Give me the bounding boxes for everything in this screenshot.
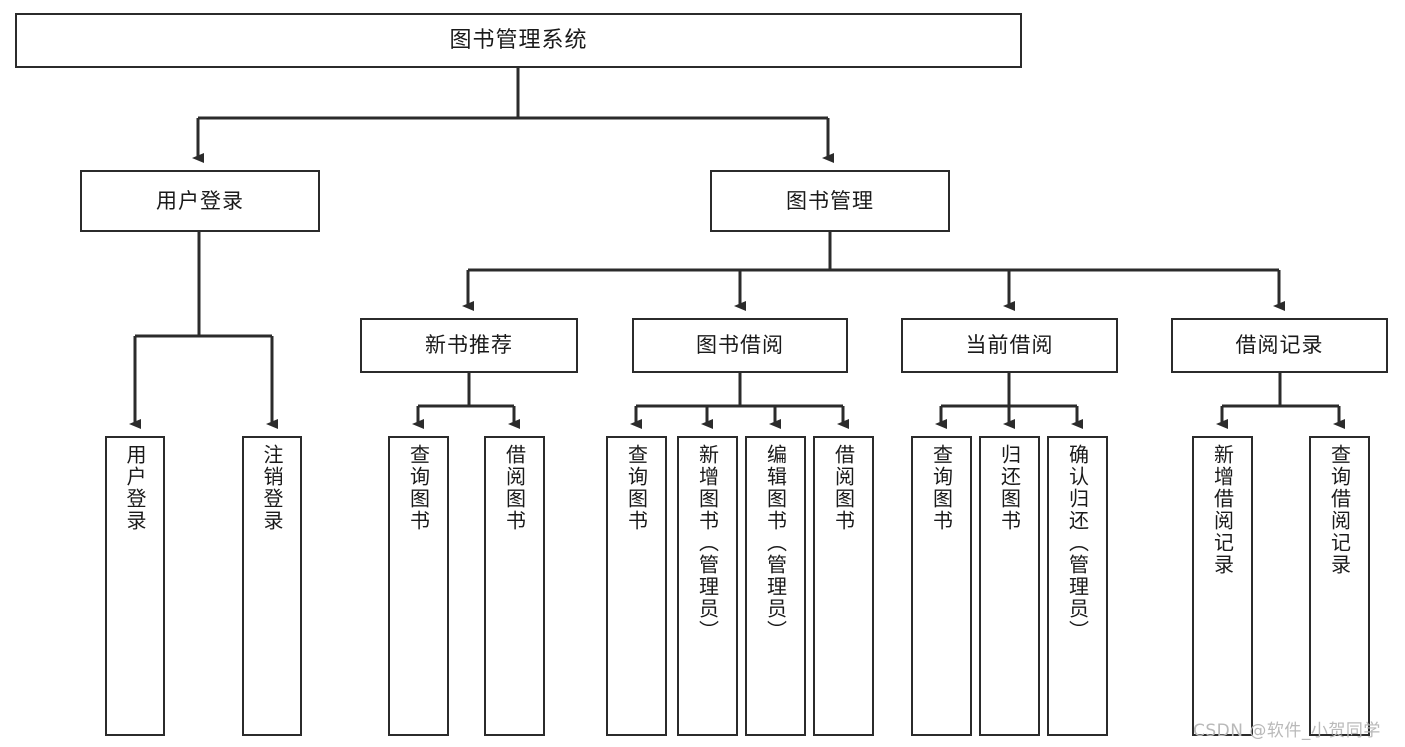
node-label: 查询图书 <box>929 444 954 532</box>
leaf-user-login-signin[interactable]: 用户登录 <box>105 436 165 736</box>
leaf-record-add-record[interactable]: 新增借阅记录 <box>1192 436 1253 736</box>
leaf-new-book-borrow-book[interactable]: 借阅图书 <box>484 436 545 736</box>
leaf-current-confirm-return-admin[interactable]: 确认归还（管理员） <box>1047 436 1108 736</box>
node-label: 注销登录 <box>260 444 284 532</box>
leaf-record-query-record[interactable]: 查询借阅记录 <box>1309 436 1370 736</box>
node-new-book-recommendation[interactable]: 新书推荐 <box>360 318 578 373</box>
node-label: 查询图书 <box>406 444 431 532</box>
node-label: 图书管理系统 <box>449 27 588 53</box>
leaf-current-return-book[interactable]: 归还图书 <box>979 436 1040 736</box>
node-book-borrowing[interactable]: 图书借阅 <box>632 318 848 373</box>
node-label: 确认归还（管理员） <box>1065 444 1090 642</box>
leaf-new-book-query-book[interactable]: 查询图书 <box>388 436 449 736</box>
node-label: 借阅图书 <box>502 444 527 532</box>
watermark-text: CSDN @软件_小贺同学 <box>1193 721 1381 741</box>
node-label: 当前借阅 <box>965 333 1054 358</box>
node-label: 用户登录 <box>123 444 147 532</box>
node-label: 用户登录 <box>156 188 244 213</box>
node-book-management[interactable]: 图书管理 <box>710 170 950 232</box>
node-label: 查询借阅记录 <box>1327 444 1352 576</box>
leaf-borrow-edit-book-admin[interactable]: 编辑图书（管理员） <box>745 436 806 736</box>
node-label: 新增借阅记录 <box>1210 444 1235 576</box>
node-current-borrowing[interactable]: 当前借阅 <box>901 318 1118 373</box>
node-root-book-management-system[interactable]: 图书管理系统 <box>15 13 1022 68</box>
node-label: 新书推荐 <box>425 333 513 358</box>
leaf-borrow-query-book[interactable]: 查询图书 <box>606 436 667 736</box>
leaf-user-login-signout[interactable]: 注销登录 <box>242 436 302 736</box>
node-label: 归还图书 <box>997 444 1022 532</box>
node-label: 编辑图书（管理员） <box>763 444 788 642</box>
node-label: 查询图书 <box>624 444 649 532</box>
node-label: 新增图书（管理员） <box>695 444 720 642</box>
leaf-borrow-borrow-book[interactable]: 借阅图书 <box>813 436 874 736</box>
node-user-login[interactable]: 用户登录 <box>80 170 320 232</box>
leaf-current-query-book[interactable]: 查询图书 <box>911 436 972 736</box>
node-borrowing-record[interactable]: 借阅记录 <box>1171 318 1388 373</box>
leaf-borrow-add-book-admin[interactable]: 新增图书（管理员） <box>677 436 738 736</box>
node-label: 图书借阅 <box>696 333 784 358</box>
node-label: 借阅图书 <box>831 444 856 532</box>
node-label: 借阅记录 <box>1235 333 1324 358</box>
node-label: 图书管理 <box>786 188 874 213</box>
